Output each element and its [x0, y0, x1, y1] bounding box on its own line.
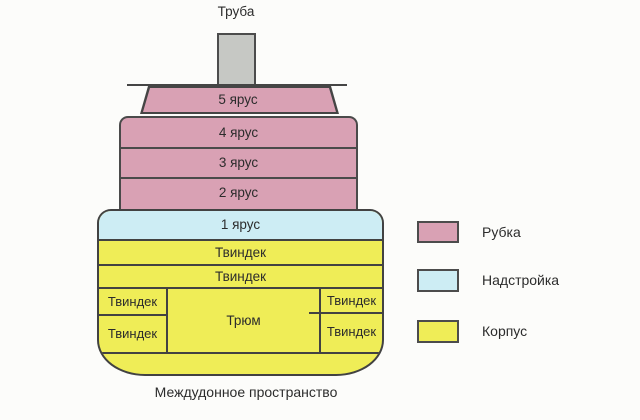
hull-block: 1 ярус Твиндек Твиндек Твиндек Твиндек Т…: [97, 209, 384, 376]
double-bottom-caption: Междудонное пространство: [154, 384, 338, 400]
legend-label-rubka: Рубка: [482, 224, 521, 240]
tier4-row: 4 ярус: [121, 118, 356, 149]
funnel-block: [217, 33, 256, 86]
tier5-block: 5 ярус: [137, 86, 339, 114]
superstructure-row: 1 ярус: [99, 211, 382, 241]
tweendeck-row-1: Твиндек: [99, 241, 382, 266]
tier3-row: 3 ярус: [121, 149, 356, 179]
hold-right-column: Твиндек Твиндек: [319, 289, 382, 352]
hold-midline-tick: [309, 312, 319, 314]
deckhouse-block: 4 ярус 3 ярус 2 ярус: [119, 116, 358, 209]
tweendeck-row-2: Твиндек: [99, 266, 382, 289]
tier2-row: 2 ярус: [218, 185, 259, 200]
legend-swatch-korpus: [417, 320, 459, 343]
hold-section: Твиндек Твиндек Трюм Твиндек Твиндек: [99, 289, 382, 354]
tweendeck-cell-left-bottom: Твиндек: [107, 326, 158, 341]
funnel-label: Труба: [217, 4, 255, 19]
tier5-label: 5 ярус: [218, 92, 258, 107]
hold-left-column: Твиндек Твиндек: [99, 289, 168, 352]
legend-label-nadstroyka: Надстройка: [482, 272, 560, 288]
tier5-deck-overhang-line: [127, 84, 347, 86]
tweendeck-cell-right-bottom: Твиндек: [326, 324, 377, 339]
legend-swatch-rubka: [417, 221, 459, 243]
tweendeck-cell-right-top: Твиндек: [321, 289, 382, 314]
tweendeck-cell-left-top: Твиндек: [99, 289, 166, 316]
legend-swatch-nadstroyka: [417, 269, 459, 292]
hold-cell: Трюм: [226, 313, 261, 328]
tier5-fill: [143, 88, 336, 112]
legend-label-korpus: Корпус: [482, 323, 528, 339]
